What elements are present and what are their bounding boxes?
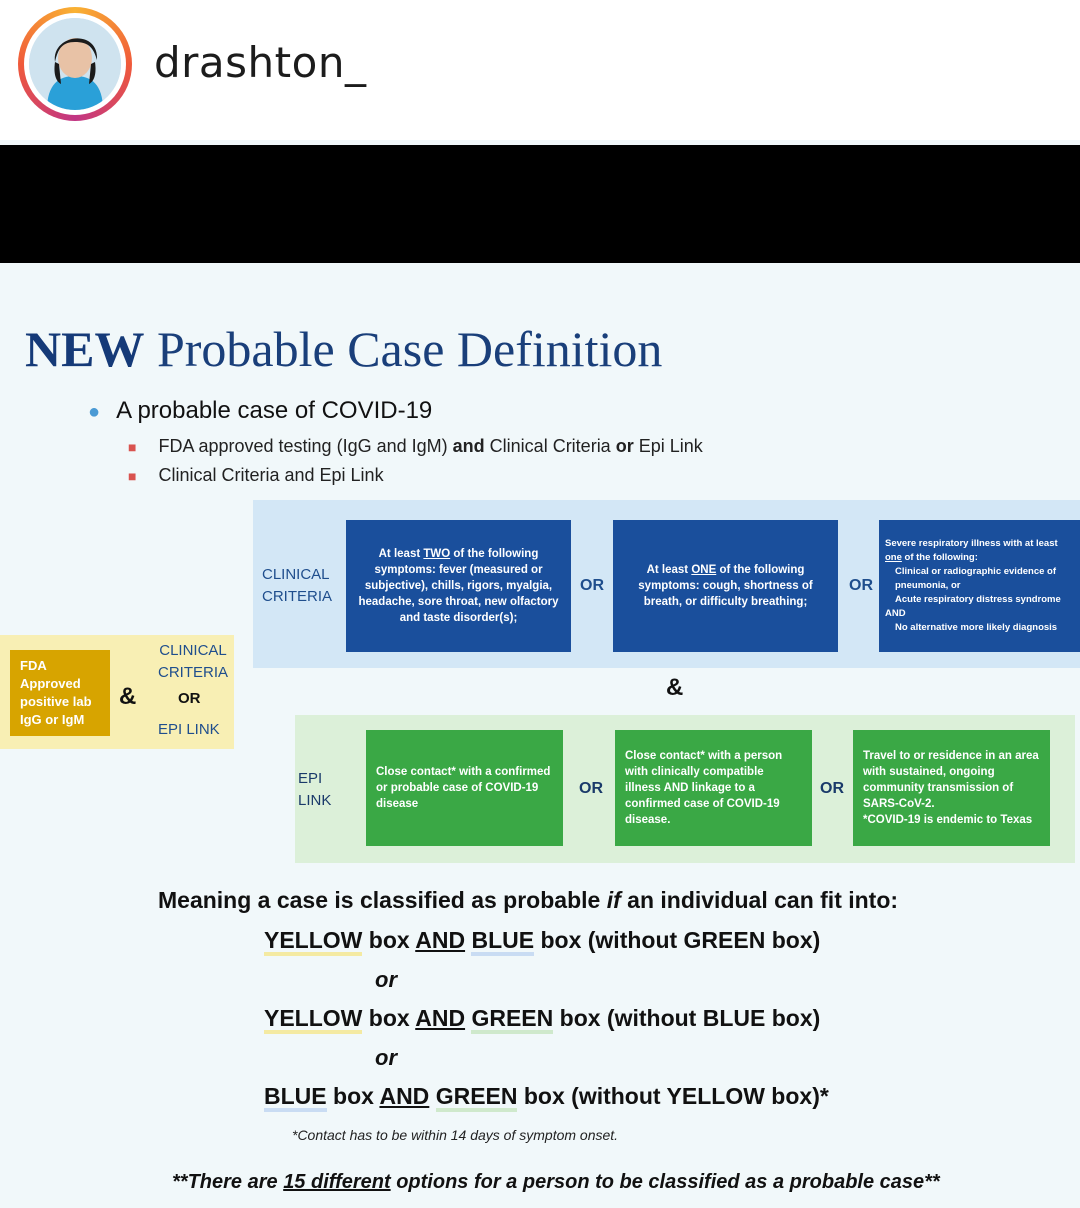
slide-title: NEW Probable Case Definition bbox=[25, 320, 662, 378]
main-bullet: ● A probable case of COVID-19 bbox=[88, 397, 432, 425]
yellow-or-label: OR bbox=[178, 690, 201, 707]
title-bold: NEW bbox=[25, 321, 145, 377]
opt1-and: AND bbox=[415, 927, 466, 953]
green-box-compatible-illness: Close contact* with a person with clinic… bbox=[615, 730, 812, 846]
blue3-g: No alternative more likely diagnosis bbox=[895, 622, 1058, 633]
green1-text: Close contact* with a confirmed or proba… bbox=[376, 766, 551, 810]
final-c: options for a person to be classified as… bbox=[396, 1171, 940, 1193]
yellow-clin-line1: CLINICAL bbox=[159, 642, 227, 659]
meaning-heading: Meaning a case is classified as probable… bbox=[158, 887, 898, 914]
opt2-box: box bbox=[368, 1005, 410, 1031]
opt1-yellow: YELLOW bbox=[264, 927, 362, 956]
blue-box-one-symptom: At least ONE of the following symptoms: … bbox=[613, 520, 838, 652]
or-label: OR bbox=[579, 780, 603, 797]
opt2-and: AND bbox=[415, 1005, 466, 1031]
blue-box-severe-illness: Severe respiratory illness with at least… bbox=[879, 520, 1080, 652]
green-box-close-contact: Close contact* with a confirmed or proba… bbox=[366, 730, 563, 846]
or-divider: or bbox=[375, 1045, 397, 1070]
sub-bullet-2: ■ Clinical Criteria and Epi Link bbox=[128, 465, 384, 486]
blue3-a: Severe respiratory illness with at least bbox=[885, 538, 1058, 549]
avatar[interactable] bbox=[29, 18, 121, 110]
opt2-green: GREEN bbox=[471, 1005, 553, 1034]
or-label: OR bbox=[849, 577, 873, 594]
username[interactable]: drashton_ bbox=[154, 38, 367, 87]
ampersand: & bbox=[119, 683, 137, 710]
blue2-c: of the following symptoms: cough, shortn… bbox=[638, 564, 813, 608]
option-3: BLUE box AND GREEN box (without YELLOW b… bbox=[264, 1083, 829, 1110]
blue-box-two-symptoms: At least TWO of the following symptoms: … bbox=[346, 520, 571, 652]
blue3-c: of the following: bbox=[904, 552, 978, 563]
green3-a: Travel to or residence in an area with s… bbox=[863, 750, 1039, 810]
blue3-d: Clinical or radiographic evidence of pne… bbox=[895, 566, 1057, 591]
bullet-dot-icon: ■ bbox=[128, 439, 137, 455]
blue2-a: At least bbox=[646, 564, 689, 576]
avatar-frame bbox=[24, 13, 126, 115]
blue2-b: ONE bbox=[691, 564, 717, 576]
opt1-rest: box (without GREEN box) bbox=[540, 927, 821, 953]
blue1-a: At least bbox=[378, 548, 421, 560]
bullet-dot-icon: ● bbox=[88, 401, 101, 423]
footnote: *Contact has to be within 14 days of sym… bbox=[292, 1127, 619, 1143]
blue1-c: of the following symptoms: fever (measur… bbox=[358, 548, 559, 624]
clinical-label-line2: CRITERIA bbox=[262, 588, 333, 605]
clinical-criteria-label: CLINICAL CRITERIA bbox=[262, 564, 332, 608]
epi-label-line1: EPI bbox=[298, 770, 323, 787]
title-rest: Probable Case Definition bbox=[156, 321, 663, 377]
opt2-yellow: YELLOW bbox=[264, 1005, 362, 1034]
opt3-and: AND bbox=[379, 1083, 430, 1109]
sub1-text-a: FDA approved testing (IgG and IgM) bbox=[158, 436, 448, 456]
slide-image: NEW Probable Case Definition ● A probable… bbox=[0, 263, 1080, 1208]
yellow-box-text: FDA Approved positive lab IgG or IgM bbox=[20, 658, 92, 727]
final-note: **There are 15 different options for a p… bbox=[172, 1171, 940, 1194]
green-box-travel: Travel to or residence in an area with s… bbox=[853, 730, 1050, 846]
sub1-or: or bbox=[615, 436, 634, 456]
or-label: OR bbox=[820, 780, 844, 797]
opt3-box: box bbox=[333, 1083, 374, 1109]
blue3-e: Acute respiratory distress syndrome bbox=[895, 594, 1061, 605]
sub-bullet-1: ■FDA approved testing (IgG and IgM) and … bbox=[128, 436, 703, 457]
opt1-blue: BLUE bbox=[471, 927, 534, 956]
sub1-text-e: Epi Link bbox=[638, 436, 703, 456]
yellow-clinical-label: CLINICAL CRITERIA bbox=[158, 640, 228, 684]
opt3-blue: BLUE bbox=[264, 1083, 327, 1112]
option-1: YELLOW box AND BLUE box (without GREEN b… bbox=[264, 927, 820, 954]
opt3-green: GREEN bbox=[436, 1083, 518, 1112]
final-b: 15 different bbox=[283, 1171, 391, 1193]
clinical-label-line1: CLINICAL bbox=[262, 566, 330, 583]
black-band bbox=[0, 145, 1080, 263]
blue1-b: TWO bbox=[423, 548, 451, 560]
blue3-f: AND bbox=[885, 608, 906, 619]
epi-label-line2: LINK bbox=[298, 792, 332, 809]
avatar-story-ring[interactable] bbox=[18, 7, 132, 121]
meaning-if: if bbox=[606, 887, 621, 913]
blue3-b: one bbox=[885, 552, 902, 563]
post-header: drashton_ bbox=[0, 0, 1080, 140]
or-divider: or bbox=[375, 967, 397, 992]
green3-b: *COVID-19 is endemic to Texas bbox=[863, 814, 1033, 826]
meaning-a: Meaning a case is classified as probable bbox=[158, 887, 601, 913]
main-bullet-text: A probable case of COVID-19 bbox=[116, 397, 433, 424]
yellow-box-fda-lab: FDA Approved positive lab IgG or IgM bbox=[10, 650, 110, 736]
opt1-box: box bbox=[368, 927, 410, 953]
sub1-text-c: Clinical Criteria bbox=[489, 436, 611, 456]
ampersand: & bbox=[666, 674, 684, 701]
opt2-rest: box (without BLUE box) bbox=[559, 1005, 821, 1031]
epi-link-label: EPI LINK bbox=[298, 768, 331, 812]
sub1-and: and bbox=[452, 436, 485, 456]
final-a: **There are bbox=[172, 1171, 278, 1193]
meaning-b: an individual can fit into: bbox=[627, 887, 899, 913]
option-2: YELLOW box AND GREEN box (without BLUE b… bbox=[264, 1005, 820, 1032]
opt3-rest: box (without YELLOW box)* bbox=[523, 1083, 829, 1109]
yellow-epi-label: EPI LINK bbox=[158, 721, 220, 738]
yellow-clin-line2: CRITERIA bbox=[158, 664, 229, 681]
green2-text: Close contact* with a person with clinic… bbox=[625, 750, 783, 826]
sub2-text: Clinical Criteria and Epi Link bbox=[158, 465, 384, 485]
avatar-image bbox=[29, 18, 121, 110]
bullet-dot-icon: ■ bbox=[128, 468, 137, 484]
or-label: OR bbox=[580, 577, 604, 594]
